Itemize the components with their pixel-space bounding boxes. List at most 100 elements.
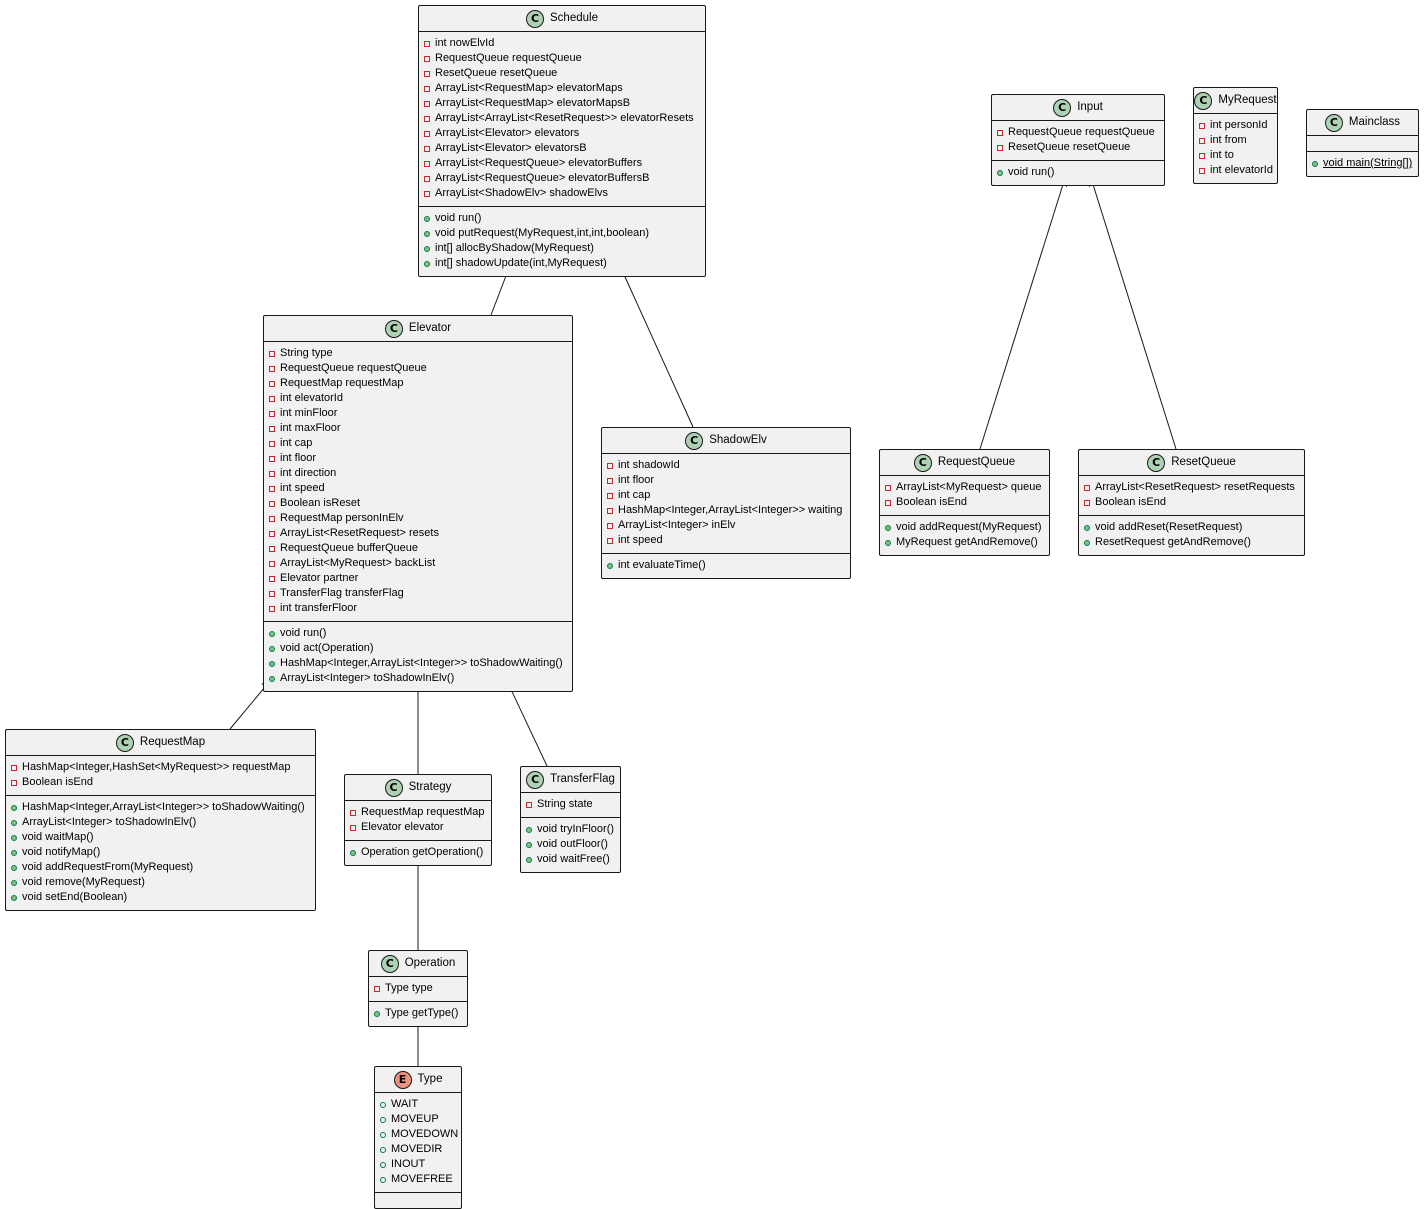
field-text: Type type bbox=[385, 982, 433, 994]
private-visibility-icon bbox=[424, 70, 430, 77]
method-text: void addReset(ResetRequest) bbox=[1095, 521, 1243, 533]
method-row: void remove(MyRequest) bbox=[11, 875, 311, 890]
methods-section: Operation getOperation() bbox=[345, 840, 491, 865]
constant-visibility-icon bbox=[380, 1146, 386, 1153]
methods-section: int evaluateTime() bbox=[602, 553, 850, 578]
enum-badge-icon: E bbox=[393, 1070, 412, 1089]
public-visibility-icon bbox=[424, 260, 430, 267]
private-visibility-icon bbox=[11, 764, 17, 771]
private-visibility-icon bbox=[269, 365, 275, 372]
public-visibility-icon bbox=[11, 864, 17, 871]
field-text: Boolean isEnd bbox=[22, 776, 93, 788]
field-row: ResetQueue resetQueue bbox=[424, 66, 701, 81]
method-row: void run() bbox=[269, 626, 568, 641]
field-row: TransferFlag transferFlag bbox=[269, 586, 568, 601]
fields-section bbox=[1307, 135, 1418, 151]
field-row: Boolean isEnd bbox=[1084, 495, 1300, 510]
field-text: ArrayList<RequestQueue> elevatorBuffersB bbox=[435, 172, 650, 184]
field-text: MOVEUP bbox=[391, 1113, 439, 1125]
field-row: ArrayList<Integer> inElv bbox=[607, 518, 846, 533]
method-row: void tryInFloor() bbox=[526, 822, 616, 837]
private-visibility-icon bbox=[526, 801, 532, 808]
method-row: int[] allocByShadow(MyRequest) bbox=[424, 241, 701, 256]
class-name: Type bbox=[417, 1073, 443, 1085]
class-name: Input bbox=[1077, 101, 1103, 113]
field-row: ArrayList<RequestMap> elevatorMaps bbox=[424, 81, 701, 96]
methods-section: Type getType() bbox=[369, 1001, 467, 1026]
field-text: int to bbox=[1210, 149, 1234, 161]
field-row: Elevator elevator bbox=[350, 820, 487, 835]
method-text: MyRequest getAndRemove() bbox=[896, 536, 1038, 548]
field-text: int elevatorId bbox=[280, 392, 343, 404]
field-text: RequestQueue requestQueue bbox=[1008, 126, 1155, 138]
field-row: int nowElvId bbox=[424, 36, 701, 51]
field-text: int nowElvId bbox=[435, 37, 495, 49]
class-badge-icon: C bbox=[913, 453, 932, 472]
private-visibility-icon bbox=[424, 40, 430, 47]
field-row: RequestMap requestMap bbox=[350, 805, 487, 820]
fields-section: String state bbox=[521, 792, 620, 817]
method-row: Type getType() bbox=[374, 1006, 463, 1021]
field-text: RequestMap personInElv bbox=[280, 512, 404, 524]
field-row: ArrayList<ResetRequest> resets bbox=[269, 526, 568, 541]
private-visibility-icon bbox=[269, 395, 275, 402]
method-text: void waitMap() bbox=[22, 831, 94, 843]
private-visibility-icon bbox=[1084, 484, 1090, 491]
private-visibility-icon bbox=[424, 85, 430, 92]
method-text: void addRequest(MyRequest) bbox=[896, 521, 1042, 533]
public-visibility-icon bbox=[526, 841, 532, 848]
private-visibility-icon bbox=[269, 560, 275, 567]
field-text: ArrayList<RequestMap> elevatorMaps bbox=[435, 82, 623, 94]
methods-section: void addReset(ResetRequest) ResetRequest … bbox=[1079, 515, 1304, 555]
field-text: RequestQueue requestQueue bbox=[435, 52, 582, 64]
public-visibility-icon bbox=[269, 675, 275, 682]
class-name: MyRequest bbox=[1218, 94, 1277, 106]
public-visibility-icon bbox=[526, 856, 532, 863]
method-text: void setEnd(Boolean) bbox=[22, 891, 128, 903]
field-row: ArrayList<MyRequest> backList bbox=[269, 556, 568, 571]
method-row: MyRequest getAndRemove() bbox=[885, 535, 1045, 550]
private-visibility-icon bbox=[269, 470, 275, 477]
method-text: Type getType() bbox=[385, 1007, 459, 1019]
private-visibility-icon bbox=[1199, 122, 1205, 129]
private-visibility-icon bbox=[607, 537, 613, 544]
field-text: int speed bbox=[280, 482, 325, 494]
field-text: int shadowId bbox=[618, 459, 680, 471]
method-text: void act(Operation) bbox=[280, 642, 374, 654]
methods-section: void main(String[]) bbox=[1307, 151, 1418, 176]
class-name: RequestMap bbox=[139, 736, 206, 748]
field-row: int elevatorId bbox=[269, 391, 568, 406]
field-text: ArrayList<ResetRequest> resetRequests bbox=[1095, 481, 1295, 493]
private-visibility-icon bbox=[1084, 499, 1090, 506]
field-text: Boolean isReset bbox=[280, 497, 361, 509]
private-visibility-icon bbox=[350, 809, 356, 816]
public-visibility-icon bbox=[11, 804, 17, 811]
class-badge-icon: C bbox=[115, 733, 134, 752]
private-visibility-icon bbox=[269, 590, 275, 597]
field-row: MOVEUP bbox=[380, 1112, 457, 1127]
public-visibility-icon bbox=[269, 660, 275, 667]
method-row: void act(Operation) bbox=[269, 641, 568, 656]
method-text: ResetRequest getAndRemove() bbox=[1095, 536, 1251, 548]
field-text: int floor bbox=[618, 474, 655, 486]
